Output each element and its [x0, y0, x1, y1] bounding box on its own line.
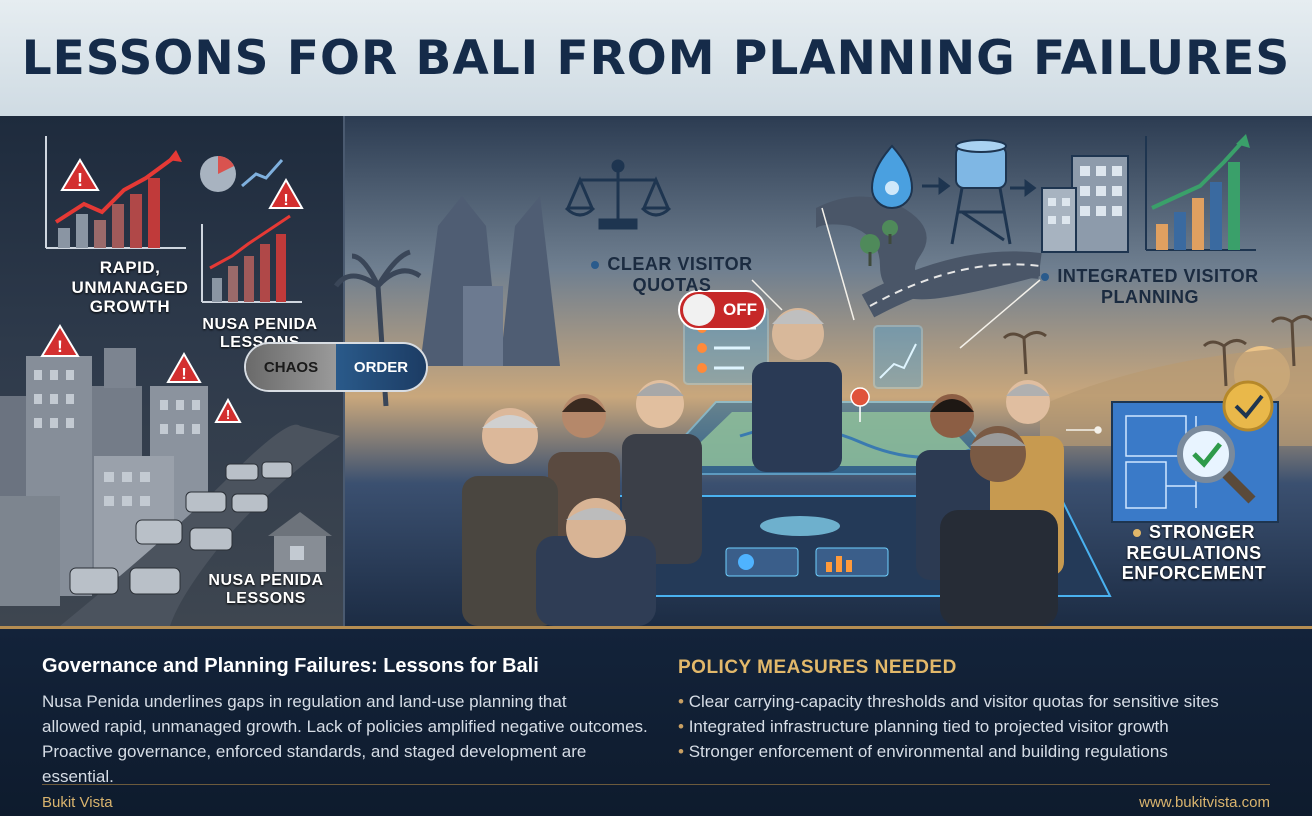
council-members	[462, 308, 1064, 626]
page-title: LESSONS FOR BALI FROM PLANNING FAILURES	[21, 30, 1291, 86]
body-line: Nusa Penida underlines gaps in regulatio…	[42, 692, 567, 711]
hillside-houses	[268, 512, 332, 572]
holographic-panel-right	[873, 325, 923, 389]
label-rapid-growth: RAPID, UNMANAGED GROWTH	[71, 258, 189, 317]
bottom-info-panel: Governance and Planning Failures: Lesson…	[0, 626, 1312, 816]
callout-text: INTEGRATED VISITOR PLANNING	[1057, 266, 1259, 307]
callout-text: CLEAR VISITOR QUOTAS	[607, 254, 753, 295]
warning-icon: !	[166, 351, 202, 383]
tree-icon	[860, 220, 898, 266]
person	[462, 408, 558, 626]
congested-road	[60, 424, 340, 626]
svg-text:!: !	[57, 337, 63, 356]
policy-measures-list: Clear carrying-capacity thresholds and v…	[678, 689, 1219, 764]
governance-body: Nusa Penida underlines gaps in regulatio…	[42, 689, 662, 789]
magnifier-check-icon	[1177, 425, 1256, 504]
off-switch-icon: OFF	[678, 290, 766, 330]
growth-chart-icon	[45, 136, 186, 249]
bullet-dot	[591, 261, 600, 270]
water-tower-icon	[950, 139, 1012, 245]
chaos-order-toggle: CHAOS ORDER	[244, 342, 428, 392]
growth-chart-icon	[201, 214, 302, 303]
city-buildings	[0, 348, 208, 606]
person	[940, 426, 1058, 626]
footer-url[interactable]: www.bukitvista.com	[1139, 794, 1270, 811]
order-label: ORDER	[336, 344, 426, 390]
callout-stronger-regulations: STRONGER REGULATIONS ENFORCEMENT	[1114, 522, 1274, 584]
water-drop-pin-icon	[870, 144, 914, 209]
hero-artwork: ! !	[0, 134, 1312, 626]
list-item: Stronger enforcement of environmental an…	[678, 739, 1219, 764]
header-banner: LESSONS FOR BALI FROM PLANNING FAILURES	[0, 0, 1312, 116]
callout-pointers	[751, 207, 1102, 434]
pie-chart-icon	[200, 156, 284, 192]
policy-measures-heading: POLICY MEASURES NEEDED	[678, 657, 957, 678]
scale-of-justice-icon	[564, 159, 672, 230]
warning-icon: !	[40, 324, 80, 357]
governance-heading: Governance and Planning Failures: Lesson…	[42, 655, 539, 677]
warning-icon: !	[214, 397, 242, 423]
person	[536, 498, 656, 626]
footer-divider	[42, 784, 1270, 785]
positive-growth-chart-icon	[1145, 134, 1256, 251]
footer-brand: Bukit Vista	[42, 794, 113, 811]
warning-icon: !	[268, 177, 304, 209]
chaos-label: CHAOS	[246, 344, 336, 390]
label-nusa-penida-bottom: NUSA PENIDA LESSONS	[208, 572, 324, 608]
callout-integrated-visitor-planning: INTEGRATED VISITOR PLANNING	[1030, 266, 1270, 307]
person	[752, 308, 842, 472]
approval-badge-icon	[1222, 380, 1274, 432]
svg-text:!: !	[283, 192, 288, 209]
bullet-dot	[1041, 273, 1050, 282]
bullet-dot	[1132, 529, 1141, 538]
svg-text:!: !	[226, 407, 230, 422]
list-item: Integrated infrastructure planning tied …	[678, 714, 1219, 739]
person	[622, 380, 702, 564]
callout-clear-visitor-quotas: CLEAR VISITOR QUOTAS	[572, 254, 772, 295]
temple-gate	[420, 196, 560, 366]
winding-road	[816, 196, 1042, 318]
body-line: allowed rapid, unmanaged growth. Lack of…	[42, 717, 648, 736]
body-line: Proactive governance, enforced standards…	[42, 742, 587, 786]
list-item: Clear carrying-capacity thresholds and v…	[678, 689, 1219, 714]
arrow-icon	[922, 177, 1037, 197]
svg-text:!: !	[181, 366, 186, 383]
office-building-icon	[1041, 155, 1129, 253]
hero-illustration: ! !	[0, 116, 1312, 626]
svg-text:!: !	[77, 170, 83, 190]
callout-text: STRONGER REGULATIONS ENFORCEMENT	[1121, 522, 1267, 584]
warning-icon: !	[60, 158, 100, 191]
switch-label: OFF	[723, 300, 757, 319]
switch-knob	[683, 294, 715, 326]
